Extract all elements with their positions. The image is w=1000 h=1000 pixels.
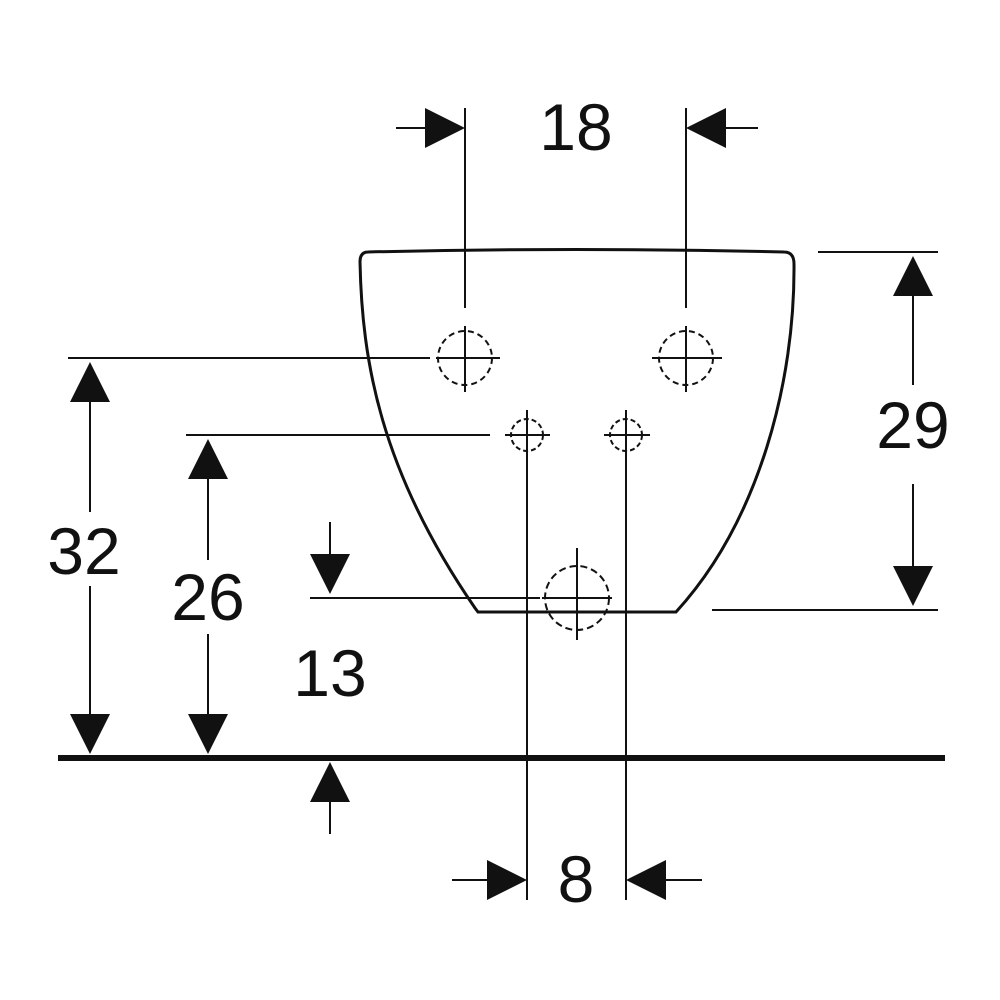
upper-left-hole xyxy=(436,326,500,392)
dimension-29: 29 xyxy=(712,251,950,611)
bidet-outline xyxy=(358,248,796,614)
dimension-29-label: 29 xyxy=(876,388,949,462)
dimension-8-label: 8 xyxy=(558,842,595,916)
dimension-18-label: 18 xyxy=(539,90,612,164)
drain-hole xyxy=(542,548,612,640)
lower-left-hole xyxy=(505,410,550,900)
lower-right-hole xyxy=(604,410,650,900)
dimension-32: 32 xyxy=(47,357,430,754)
dimension-32-label: 32 xyxy=(47,514,120,588)
dimension-26: 26 xyxy=(171,434,490,754)
dimension-13: 13 xyxy=(293,522,540,834)
upper-right-hole xyxy=(652,326,722,392)
dimension-8: 8 xyxy=(452,842,702,916)
dimension-18: 18 xyxy=(396,90,758,308)
dimension-26-label: 26 xyxy=(171,560,244,634)
dimension-13-label: 13 xyxy=(293,636,366,710)
